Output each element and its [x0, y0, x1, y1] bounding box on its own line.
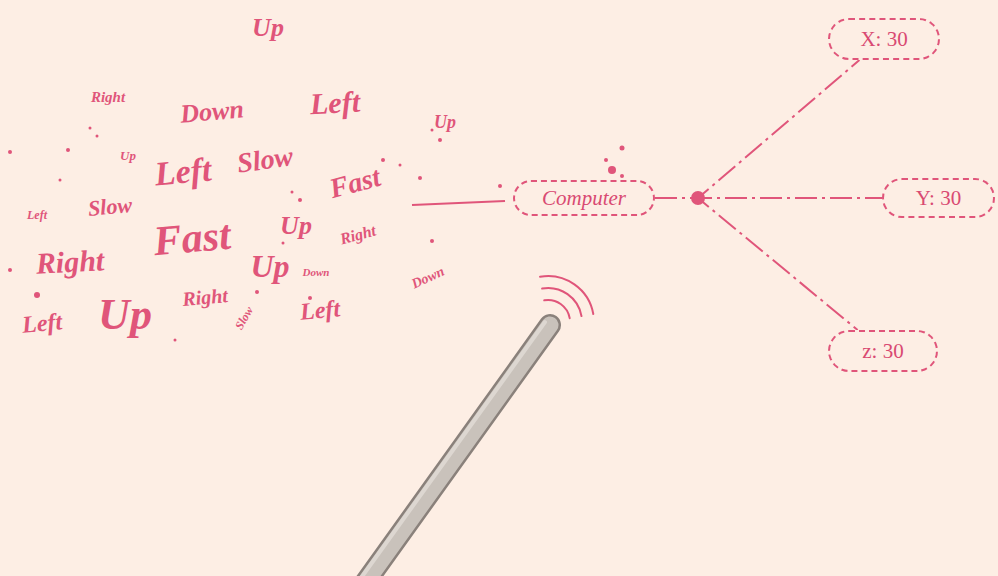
command-word: Down	[179, 96, 245, 127]
split-connector	[655, 197, 882, 199]
command-word: Slow	[87, 194, 133, 220]
node-label: Y: 30	[916, 186, 961, 211]
command-word: Left	[27, 209, 47, 221]
value-box: Y: 30	[882, 178, 995, 218]
split-junction	[691, 191, 705, 205]
command-word: Up	[98, 293, 152, 337]
signal-waves	[540, 276, 593, 318]
command-word: Down	[303, 267, 330, 278]
command-word: Left	[299, 296, 341, 323]
command-word: Up	[252, 15, 284, 41]
command-word: Up	[280, 213, 312, 239]
command-word: Right	[338, 223, 377, 248]
node-label: X: 30	[860, 27, 907, 52]
command-word: Up	[250, 250, 289, 282]
sparkle-dots	[8, 127, 625, 342]
split-connector	[655, 60, 859, 198]
command-word: Down	[410, 264, 447, 291]
value-box: X: 30	[828, 18, 940, 60]
magic-wand	[356, 322, 550, 576]
command-word: Up	[120, 149, 136, 162]
command-word: Right	[91, 90, 125, 105]
command-word: Left	[153, 153, 212, 192]
command-word: Slow	[233, 305, 255, 332]
command-word: Left	[21, 309, 63, 336]
command-word: Up	[434, 113, 456, 131]
node-label: z: 30	[862, 339, 903, 364]
node-label: Computer	[542, 186, 626, 211]
command-word: Right	[181, 285, 228, 309]
command-word: Left	[309, 87, 360, 120]
value-box: z: 30	[828, 330, 938, 372]
input-stream-line	[412, 201, 505, 205]
connector-layer	[655, 60, 882, 330]
value-box: Computer	[513, 180, 655, 216]
split-connector	[655, 198, 858, 330]
command-word: Fast	[327, 163, 384, 203]
command-word: Right	[35, 245, 105, 279]
command-word: Fast	[152, 214, 232, 263]
command-word: Slow	[235, 142, 294, 178]
